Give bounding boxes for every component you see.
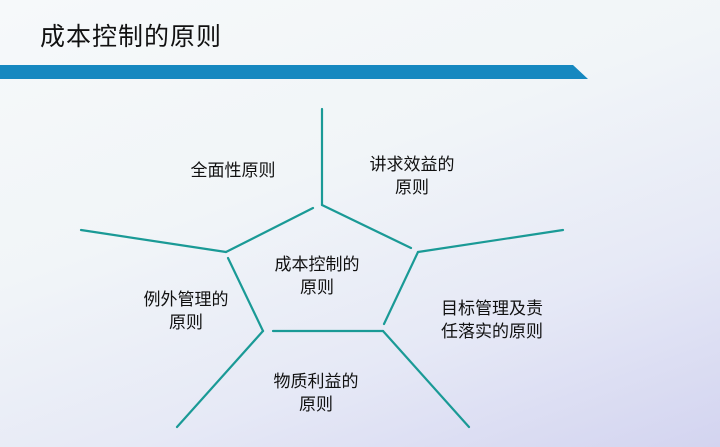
spoke-bottom-left [175, 329, 265, 429]
principle-label-line2: 原则 [395, 178, 429, 198]
pentagon-edge-right [382, 250, 420, 326]
principle-label-line1: 例外管理的 [143, 290, 229, 310]
principle-comprehensive: 全面性原则 [178, 160, 288, 183]
pentagon-edge-top-left [224, 206, 315, 254]
principle-objective-responsibility: 目标管理及责 任落实的原则 [427, 298, 557, 344]
center-label-line1: 成本控制的 [274, 255, 360, 275]
principle-label-line2: 原则 [169, 313, 203, 333]
spoke-right [416, 228, 565, 254]
pentagon-edge-top-right [320, 203, 413, 250]
principle-label-line2: 原则 [299, 395, 333, 415]
principle-exception-management: 例外管理的 原则 [131, 289, 241, 335]
center-label: 成本控制的 原则 [262, 254, 372, 300]
principle-label-line1: 物质利益的 [273, 372, 359, 392]
slide-title: 成本控制的原则 [40, 22, 223, 51]
center-label-line2: 原则 [300, 278, 334, 298]
spoke-left [79, 228, 228, 254]
title-accent-bar [0, 65, 588, 79]
principle-material-benefit: 物质利益的 原则 [261, 371, 371, 417]
principle-efficiency: 讲求效益的 原则 [357, 154, 467, 200]
principle-label-line1: 全面性原则 [190, 161, 276, 181]
principle-label-line1: 目标管理及责 [441, 299, 543, 319]
spoke-bottom-right [381, 329, 471, 429]
pentagon-edge-left [226, 256, 265, 333]
principle-label-line2: 任落实的原则 [441, 322, 543, 342]
principle-label-line1: 讲求效益的 [369, 155, 455, 175]
